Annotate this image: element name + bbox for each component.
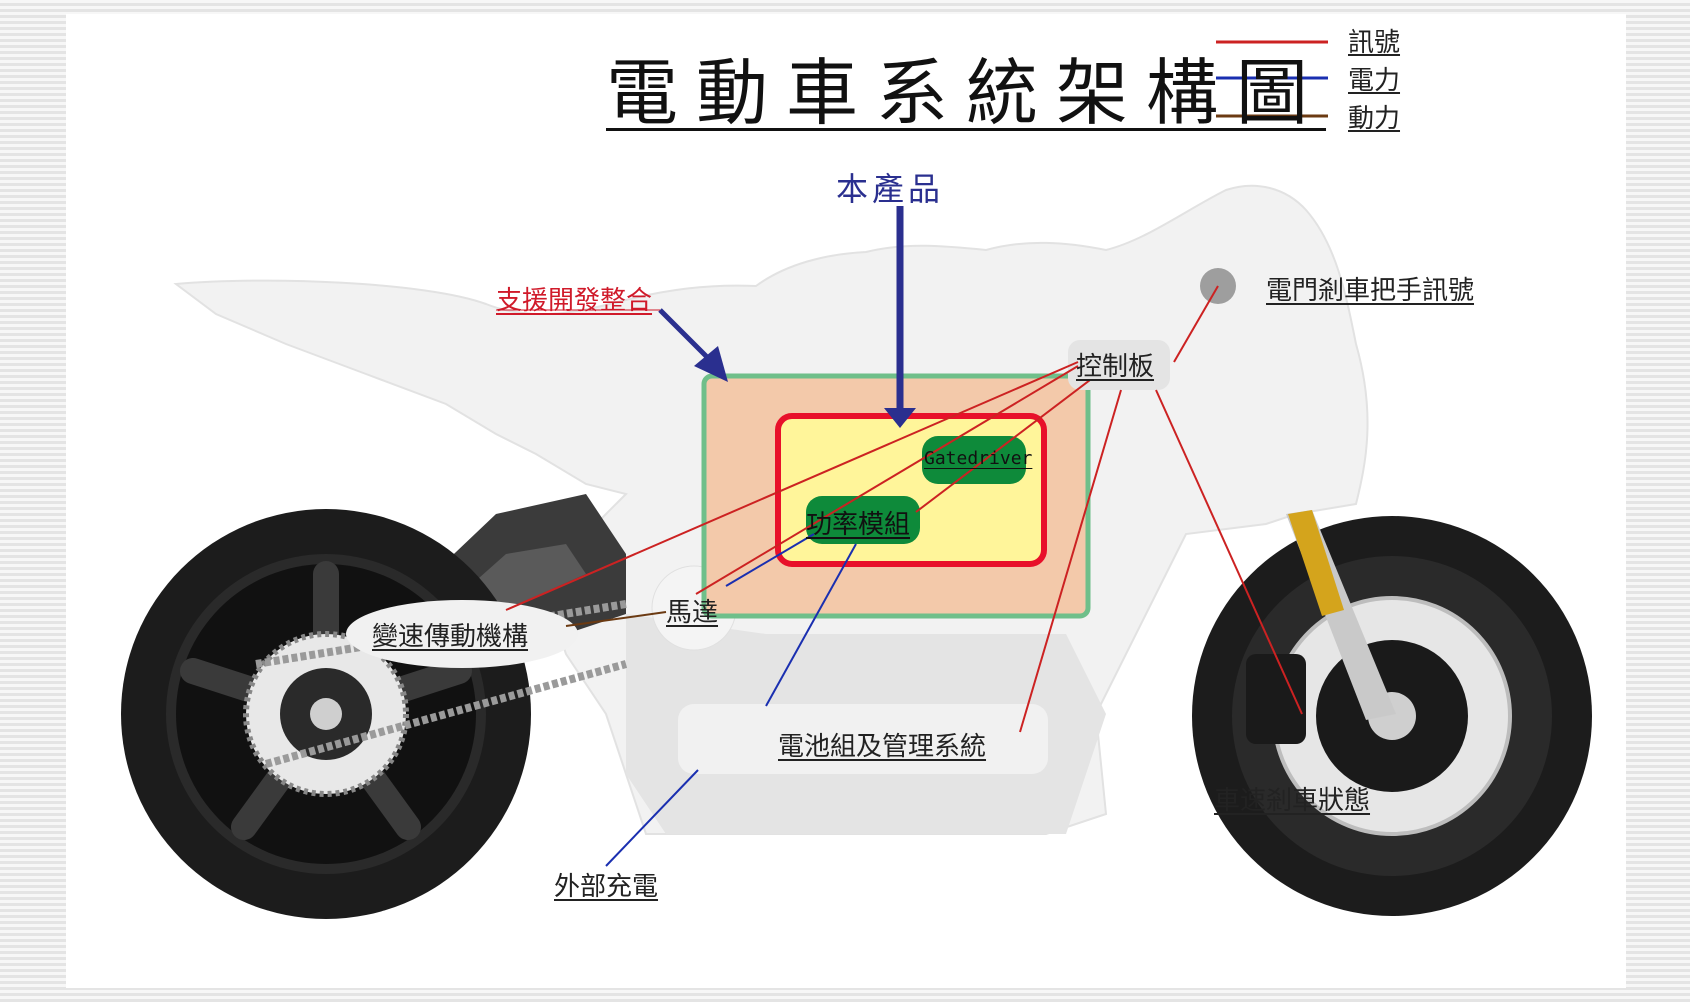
rear-hub — [310, 698, 342, 730]
controller-box — [1068, 340, 1170, 390]
diagram-canvas: 電動車系統架構圖 訊號 電力 動力 本產品 支援開發整合 電門剎車把手訊號 控制… — [66, 14, 1626, 988]
support-arrow-head — [694, 346, 728, 382]
battery-label: 電池組及管理系統 — [778, 732, 987, 762]
signal-lines — [505, 285, 1303, 733]
transmission-ellipse — [346, 600, 578, 668]
motorcycle-illustration — [121, 40, 1592, 919]
product-label: 本產品 — [836, 170, 945, 208]
transmission-label: 變速傳動機構 — [372, 622, 529, 652]
external-charging-label: 外部充電 — [554, 872, 659, 902]
speed-brake-status-label: 車速剎車狀態 — [1214, 786, 1371, 816]
drive-chain — [255, 600, 628, 768]
legend-label-mechanical: 動力 — [1348, 104, 1401, 134]
product-arrow-head — [884, 408, 916, 428]
support-label: 支援開發整合 — [496, 286, 653, 316]
legend-label-power: 電力 — [1348, 66, 1401, 96]
fork-gold-tube — [1288, 510, 1344, 616]
throttle-brake-signal-label: 電門剎車把手訊號 — [1266, 276, 1475, 306]
mechanical-line — [565, 611, 667, 627]
power-module-label: 功率模組 — [806, 510, 911, 540]
power-lines — [605, 533, 857, 867]
controller-label: 控制板 — [1076, 352, 1155, 382]
motor-label: 馬達 — [666, 598, 719, 628]
diagram-title: 電動車系統架構圖 — [606, 51, 1327, 135]
legend-label-signal: 訊號 — [1348, 28, 1401, 58]
brake-caliper — [1246, 654, 1306, 744]
gatedriver-label: Gatedriver — [924, 448, 1033, 469]
battery-box — [678, 704, 1048, 774]
power-module-block — [806, 496, 920, 544]
support-arrow-shaft — [658, 308, 712, 362]
